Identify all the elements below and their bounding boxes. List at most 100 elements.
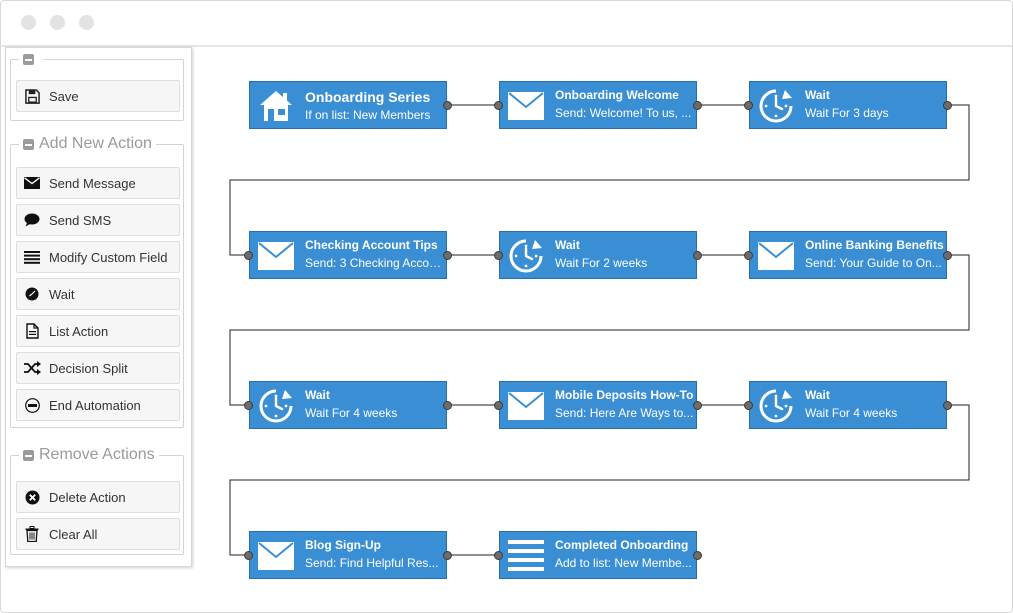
- wait-node[interactable]: Wait Wait For 2 weeks: [494, 231, 702, 279]
- remove-actions-legend: Remove Actions: [19, 445, 159, 465]
- node-subtitle: Wait For 3 days: [805, 106, 889, 120]
- input-port[interactable]: [244, 401, 253, 410]
- send-message-label: Send Message: [49, 175, 136, 191]
- output-port[interactable]: [443, 551, 452, 560]
- save-button[interactable]: Save: [16, 80, 180, 112]
- list-action-button[interactable]: List Action: [16, 315, 180, 347]
- end-automation-button[interactable]: End Automation: [16, 389, 180, 421]
- close-circle-icon: [23, 488, 41, 506]
- node-subtitle: Send: Find Helpful Res...: [305, 556, 439, 570]
- node-title: Wait: [805, 88, 830, 102]
- node-subtitle: Wait For 4 weeks: [305, 406, 398, 420]
- action-sidebar: Save Add New Action Send Message Send SM…: [5, 47, 192, 567]
- input-port[interactable]: [244, 551, 253, 560]
- collapse-icon[interactable]: [23, 138, 34, 150]
- list-lines-icon: [506, 536, 546, 576]
- send-sms-button[interactable]: Send SMS: [16, 204, 180, 236]
- clock-icon: [756, 86, 796, 126]
- clock-icon: [256, 386, 296, 426]
- list-action-node[interactable]: Completed Onboarding Add to list: New Me…: [494, 531, 702, 579]
- node-subtitle: Wait For 4 weeks: [805, 406, 898, 420]
- wait-node[interactable]: Wait Wait For 4 weeks: [744, 381, 952, 429]
- shuffle-icon: [23, 359, 41, 377]
- node-title: Wait: [805, 388, 830, 402]
- collapse-icon[interactable]: [23, 449, 34, 461]
- output-port[interactable]: [943, 251, 952, 260]
- window-close-dot[interactable]: [21, 15, 36, 30]
- remove-actions-group: Remove Actions Delete Action Clear All: [10, 445, 184, 555]
- decision-split-button[interactable]: Decision Split: [16, 352, 180, 384]
- output-port[interactable]: [693, 101, 702, 110]
- file-group-legend: [19, 49, 43, 69]
- output-port[interactable]: [943, 401, 952, 410]
- input-port[interactable]: [744, 101, 753, 110]
- connector-lines: [229, 104, 970, 556]
- output-port[interactable]: [693, 551, 702, 560]
- speech-bubble-icon: [23, 211, 41, 229]
- wait-label: Wait: [49, 286, 75, 302]
- window-maximize-dot[interactable]: [79, 15, 94, 30]
- envelope-icon: [256, 536, 296, 576]
- node-subtitle: Send: Welcome! To us, ...: [555, 106, 692, 120]
- workflow-canvas: Onboarding Series If on list: New Member…: [193, 47, 1012, 612]
- stop-icon: [23, 396, 41, 414]
- node-title: Completed Onboarding: [555, 538, 689, 552]
- floppy-disk-icon: [23, 87, 41, 105]
- node-subtitle: Send: 3 Checking Accou...: [305, 256, 445, 270]
- send-sms-label: Send SMS: [49, 212, 112, 228]
- envelope-icon: [23, 174, 41, 192]
- modify-custom-field-button[interactable]: Modify Custom Field: [16, 241, 180, 273]
- delete-action-button[interactable]: Delete Action: [16, 481, 180, 513]
- input-port[interactable]: [494, 251, 503, 260]
- wait-node[interactable]: Wait Wait For 4 weeks: [244, 381, 452, 429]
- output-port[interactable]: [693, 401, 702, 410]
- node-title: Checking Account Tips: [305, 238, 438, 252]
- add-action-legend-text: Add New Action: [39, 135, 152, 152]
- wait-button[interactable]: Wait: [16, 278, 180, 310]
- home-icon: [256, 86, 296, 126]
- wait-node[interactable]: Wait Wait For 3 days: [744, 81, 952, 129]
- window-minimize-dot[interactable]: [50, 15, 65, 30]
- document-icon: [23, 322, 41, 340]
- input-port[interactable]: [494, 551, 503, 560]
- input-port[interactable]: [494, 401, 503, 410]
- node-subtitle: Add to list: New Membe...: [555, 556, 692, 570]
- trash-icon: [23, 525, 41, 543]
- node-title: Onboarding Welcome: [555, 88, 679, 102]
- node-title: Onboarding Series: [305, 89, 431, 105]
- input-port[interactable]: [494, 101, 503, 110]
- clock-icon: [756, 386, 796, 426]
- envelope-icon: [256, 236, 296, 276]
- output-port[interactable]: [443, 251, 452, 260]
- clear-all-button[interactable]: Clear All: [16, 518, 180, 550]
- decision-split-label: Decision Split: [49, 360, 128, 376]
- email-node[interactable]: Online Banking Benefits Send: Your Guide…: [744, 231, 952, 279]
- email-node[interactable]: Mobile Deposits How-To Send: Here Are Wa…: [494, 381, 702, 429]
- input-port[interactable]: [744, 401, 753, 410]
- connector-line: [229, 104, 970, 256]
- save-label: Save: [49, 88, 79, 104]
- delete-action-label: Delete Action: [49, 489, 126, 505]
- output-port[interactable]: [443, 401, 452, 410]
- input-port[interactable]: [244, 251, 253, 260]
- title-bar: [1, 1, 1012, 47]
- envelope-icon: [756, 236, 796, 276]
- envelope-icon: [506, 386, 546, 426]
- trigger-node[interactable]: Onboarding Series If on list: New Member…: [249, 81, 452, 129]
- connector-line: [229, 404, 970, 556]
- remove-actions-legend-text: Remove Actions: [39, 446, 155, 463]
- email-node[interactable]: Onboarding Welcome Send: Welcome! To us,…: [494, 81, 702, 129]
- node-subtitle: If on list: New Members: [305, 108, 431, 122]
- node-subtitle: Send: Here Are Ways to...: [555, 406, 694, 420]
- collapse-icon[interactable]: [23, 53, 34, 65]
- email-node[interactable]: Blog Sign-Up Send: Find Helpful Res...: [244, 531, 452, 579]
- output-port[interactable]: [693, 251, 702, 260]
- input-port[interactable]: [744, 251, 753, 260]
- clock-icon: [23, 285, 41, 303]
- send-message-button[interactable]: Send Message: [16, 167, 180, 199]
- output-port[interactable]: [443, 101, 452, 110]
- email-node[interactable]: Checking Account Tips Send: 3 Checking A…: [244, 231, 452, 279]
- list-lines-icon: [23, 248, 41, 266]
- end-automation-label: End Automation: [49, 397, 141, 413]
- output-port[interactable]: [943, 101, 952, 110]
